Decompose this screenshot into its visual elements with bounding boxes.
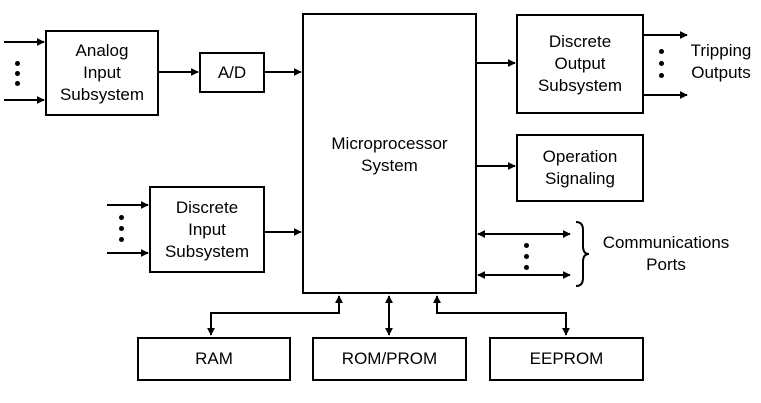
discrete-input-label-3: Subsystem — [164, 241, 250, 261]
communications-ports-label-1: Communications — [602, 233, 730, 252]
eeprom-label: EEPROM — [529, 349, 604, 368]
rom-prom-label: ROM/PROM — [341, 349, 438, 368]
discrete-input-dot — [119, 226, 124, 231]
ad-label: A/D — [217, 62, 247, 82]
analog-input-dot — [15, 71, 20, 76]
ram-link — [207, 295, 343, 336]
comm-ports-bracket — [575, 221, 590, 287]
microprocessor-label-1: Microprocessor — [331, 134, 448, 153]
tripping-output-dot — [659, 61, 664, 66]
tripping-output-dot — [659, 73, 664, 78]
operation-signaling-label-2: Signaling — [545, 169, 615, 188]
ram-box: RAM — [137, 337, 291, 381]
analog-input-subsystem-box: Analog Input Subsystem — [45, 30, 159, 116]
tripping-output-dot — [659, 49, 664, 54]
communications-ports-label: Communications Ports — [591, 232, 741, 276]
discrete-output-label-2: Output — [554, 54, 606, 73]
discrete-input-dot — [119, 215, 124, 220]
operation-signaling-label-1: Operation — [542, 147, 618, 166]
discrete-output-subsystem-box: Discrete Output Subsystem — [516, 14, 644, 114]
discrete-input-label-1: Discrete — [175, 197, 239, 217]
tripping-outputs-label-1: Tripping — [690, 41, 752, 60]
operation-signaling-box: Operation Signaling — [516, 134, 644, 202]
microprocessor-label-2: System — [361, 156, 418, 175]
comm-port-dot — [524, 265, 529, 270]
discrete-input-dot — [119, 237, 124, 242]
tripping-outputs-label-2: Outputs — [691, 63, 751, 82]
analog-input-dot — [15, 81, 20, 86]
discrete-output-label-3: Subsystem — [537, 76, 623, 95]
ram-label: RAM — [195, 349, 233, 368]
microprocessor-system-box: Microprocessor System — [302, 13, 477, 294]
discrete-input-subsystem-box: Discrete Input Subsystem — [149, 186, 265, 273]
communications-ports-label-2: Ports — [646, 255, 686, 274]
ad-converter-box: A/D — [199, 52, 265, 93]
eeprom-link — [433, 295, 570, 336]
comm-port-dot — [524, 254, 529, 259]
analog-input-label-2: Input — [83, 63, 121, 82]
analog-input-dot — [15, 61, 20, 66]
comm-port-dot — [524, 243, 529, 248]
analog-input-label-3: Subsystem — [59, 85, 145, 104]
discrete-input-label-2: Input — [188, 219, 226, 239]
analog-input-label-1: Analog — [75, 41, 129, 60]
rom-prom-box: ROM/PROM — [312, 337, 467, 381]
eeprom-box: EEPROM — [489, 337, 644, 381]
tripping-outputs-label: Tripping Outputs — [683, 40, 759, 84]
discrete-output-label-1: Discrete — [548, 32, 612, 51]
